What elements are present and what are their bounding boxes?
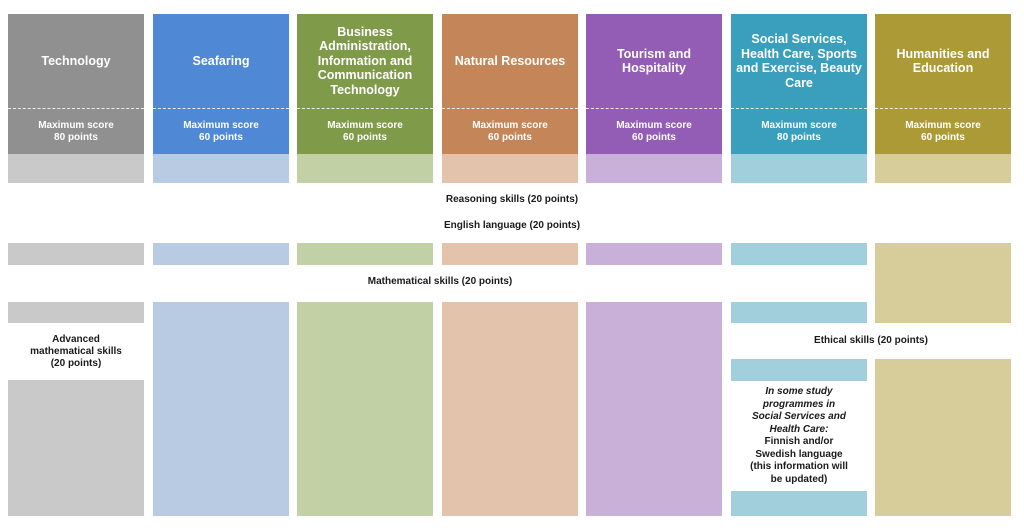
- reasoning-skills-label: Reasoning skills (20 points): [445, 194, 579, 205]
- skill-bar-segment: [731, 359, 867, 381]
- skill-bar-segment: [586, 302, 722, 516]
- max-score-seafaring: Maximum score 60 points: [153, 108, 289, 154]
- skill-bar-segment: [731, 243, 867, 265]
- skill-bar-segment: [875, 243, 1011, 323]
- skill-bar-segment: [731, 154, 867, 183]
- skill-bar-segment: [153, 302, 289, 516]
- programme-header-natural-resources: Natural Resources: [442, 14, 578, 108]
- language-note: In some study programmes in Social Servi…: [731, 381, 867, 491]
- programme-header-tourism-hospitality: Tourism and Hospitality: [586, 14, 722, 108]
- skill-bar-segment: [153, 243, 289, 265]
- skill-bar-segment: [875, 154, 1011, 183]
- skill-bar-segment: [8, 302, 144, 323]
- ethical-skills-label: Ethical skills (20 points): [814, 335, 928, 346]
- programme-header-seafaring: Seafaring: [153, 14, 289, 108]
- skill-bar-segment: [297, 243, 433, 265]
- skill-bar-segment: [8, 243, 144, 265]
- max-score-tourism-hospitality: Maximum score 60 points: [586, 108, 722, 154]
- programme-header-humanities-education: Humanities and Education: [875, 14, 1011, 108]
- skill-bar-segment: [297, 154, 433, 183]
- skill-bar-segment: [442, 243, 578, 265]
- advanced-math-skills-box: Advanced mathematical skills (20 points): [8, 323, 144, 380]
- skill-bar-segment: [8, 380, 144, 516]
- skill-bar-segment: [586, 243, 722, 265]
- max-score-social-health: Maximum score 80 points: [731, 108, 867, 154]
- language-note-intro: In some study programmes in Social Servi…: [752, 386, 846, 435]
- skill-bar-segment: [153, 154, 289, 183]
- english-language-label: English language (20 points): [443, 220, 581, 231]
- skill-bar-segment: [442, 154, 578, 183]
- programme-header-social-health: Social Services, Health Care, Sports and…: [731, 14, 867, 108]
- skill-bar-segment: [875, 359, 1011, 516]
- skill-bar-segment: [8, 154, 144, 183]
- skill-bar-segment: [731, 302, 867, 323]
- max-score-business-ict: Maximum score 60 points: [297, 108, 433, 154]
- skill-bar-segment: [731, 491, 867, 516]
- language-note-detail: Finnish and/or Swedish language (this in…: [750, 436, 848, 485]
- skill-bar-segment: [442, 302, 578, 516]
- programme-header-business-ict: Business Administration, Information and…: [297, 14, 433, 108]
- skill-bar-segment: [297, 302, 433, 516]
- max-score-natural-resources: Maximum score 60 points: [442, 108, 578, 154]
- max-score-humanities-education: Maximum score 60 points: [875, 108, 1011, 154]
- max-score-technology: Maximum score 80 points: [8, 108, 144, 154]
- programme-header-technology: Technology: [8, 14, 144, 108]
- mathematical-skills-label: Mathematical skills (20 points): [367, 276, 513, 287]
- skill-bar-segment: [586, 154, 722, 183]
